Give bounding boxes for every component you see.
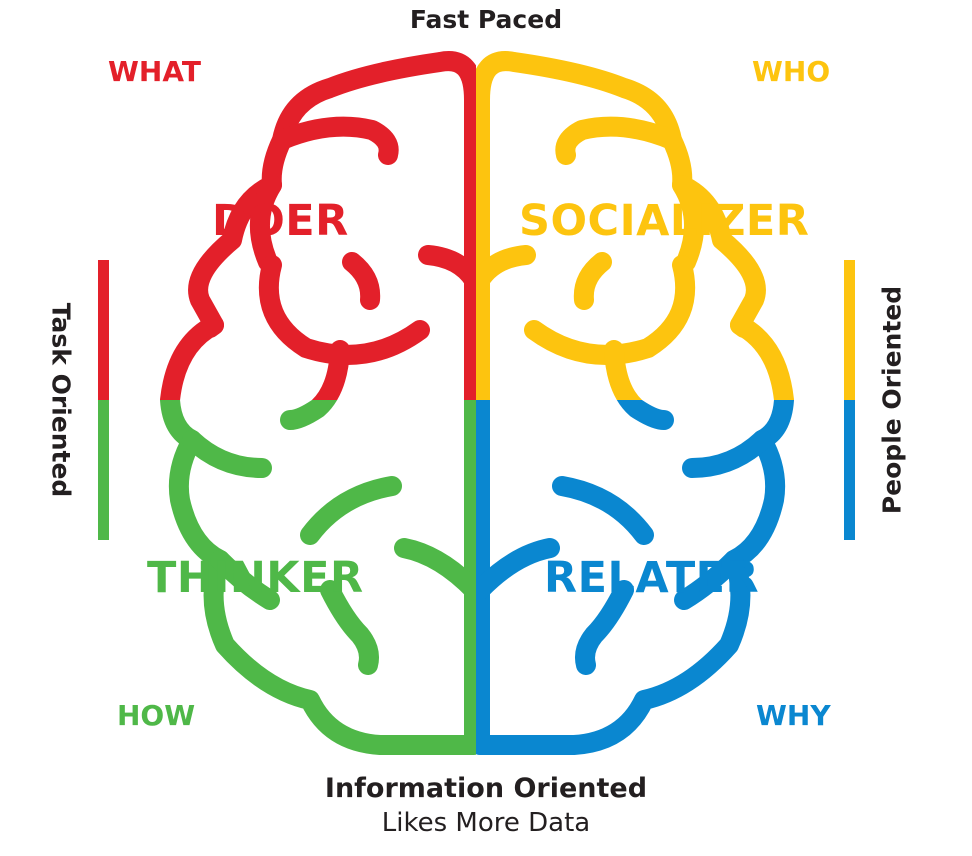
socializer-label: SOCIALIZER	[519, 196, 810, 246]
how-label: HOW	[117, 699, 196, 732]
fast-paced-label: Fast Paced	[409, 5, 563, 34]
task-bar-green	[98, 400, 109, 540]
information-oriented-label: Information Oriented	[324, 773, 648, 804]
doer-label: DOER	[212, 196, 349, 246]
likes-more-data-label: Likes More Data	[381, 808, 591, 838]
who-label: WHO	[752, 55, 831, 88]
relater-label: RELATER	[544, 553, 760, 603]
what-label: WHAT	[108, 55, 201, 88]
people-bar-yellow	[844, 260, 855, 400]
task-oriented-label: Task Oriented	[46, 302, 76, 498]
why-label: WHY	[756, 699, 831, 732]
thinker-label: THINKER	[147, 553, 364, 603]
task-bar-red	[98, 260, 109, 400]
people-bar-blue	[844, 400, 855, 540]
people-oriented-label: People Oriented	[877, 285, 907, 515]
